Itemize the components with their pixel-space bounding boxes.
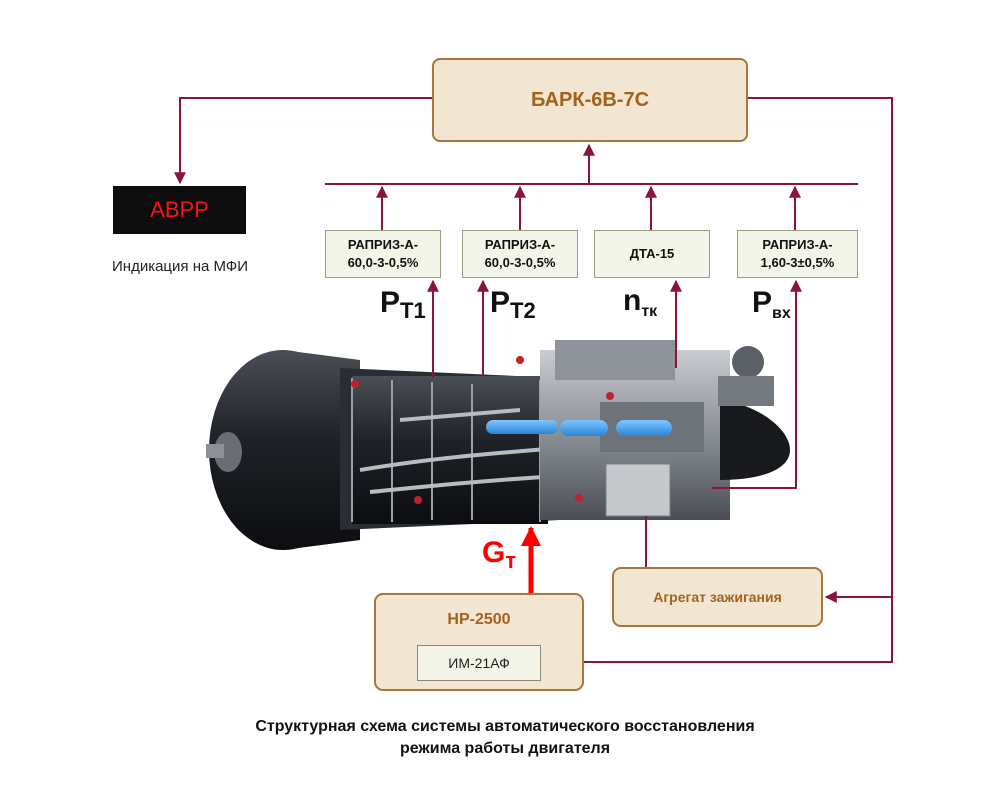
parameter-main: P — [380, 286, 401, 319]
sensor-line1: РАПРИЗ-А- — [347, 237, 419, 252]
parameter-pt1: PT1 — [380, 286, 426, 323]
fuel-flow-main: G — [482, 536, 506, 569]
actuator-im21af: ИМ-21АФ — [417, 645, 541, 681]
parameter-sub: T2 — [510, 298, 536, 323]
fuel-flow-symbol: Gт — [482, 536, 517, 573]
caption-line2: режима работы двигателя — [399, 740, 611, 757]
sensor-pvx: РАПРИЗ-А- 1,60-3±0,5% — [737, 230, 858, 278]
sensor-line2: 1,60-3±0,5% — [760, 255, 835, 270]
fuel-flow-sub: т — [505, 548, 517, 573]
sensor-pt2: РАПРИЗ-А- 60,0-3-0,5% — [462, 230, 578, 278]
ignition-label: Агрегат зажигания — [653, 589, 782, 605]
parameter-sub: T1 — [400, 298, 426, 323]
indicator-caption: Индикация на МФИ — [112, 258, 248, 275]
engine-illustration — [206, 340, 790, 550]
parameter-sub: вх — [772, 305, 791, 322]
parameter-main: P — [490, 286, 511, 319]
controller-label: БАРК-6В-7С — [530, 88, 650, 111]
caption-line1: Структурная схема системы автоматическог… — [255, 718, 755, 735]
sensor-line1: РАПРИЗ-А- — [762, 237, 833, 252]
parameter-ntk: nтк — [623, 284, 658, 320]
parameter-sub: тк — [641, 303, 658, 320]
figure-caption: Структурная схема системы автоматическог… — [150, 716, 860, 760]
sensor-line1: ДТА-15 — [629, 246, 675, 261]
sensor-line1: РАПРИЗ-А- — [484, 237, 556, 252]
parameter-main: P — [752, 286, 773, 319]
indicator-avrp: АВРР — [113, 186, 246, 234]
sensor-pt1: РАПРИЗ-А- 60,0-3-0,5% — [325, 230, 441, 278]
indicator-label: АВРР — [150, 197, 209, 222]
sensor-line2: 60,0-3-0,5% — [347, 255, 419, 270]
fuel-regulator-label: НР-2500 — [447, 611, 511, 628]
parameter-pvx: Pвх — [752, 286, 791, 322]
parameter-pt2: PT2 — [490, 286, 536, 323]
sensor-line2: 60,0-3-0,5% — [484, 255, 556, 270]
sensor-ntk: ДТА-15 — [594, 230, 710, 278]
controller-bark: БАРК-6В-7С — [432, 58, 748, 142]
ignition-unit: Агрегат зажигания — [612, 567, 823, 627]
actuator-label: ИМ-21АФ — [448, 655, 510, 671]
parameter-main: n — [623, 284, 642, 317]
